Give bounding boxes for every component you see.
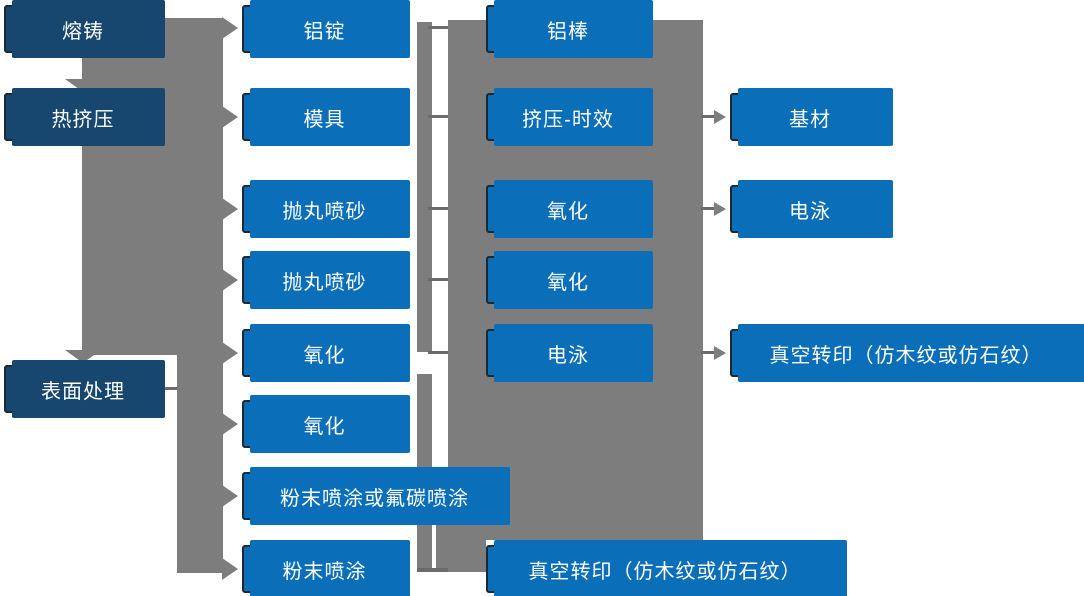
node-vacuum-transfer-1: 真空转印（仿木纹或仿石纹） xyxy=(486,540,847,596)
arrow-to-mold-icon xyxy=(222,106,238,128)
arrow-to-base-material-icon xyxy=(714,110,726,124)
node-mold: 模具 xyxy=(242,88,410,146)
node-hot-extrusion: 热挤压 xyxy=(4,88,165,146)
arrow-shaft-to-vacuum-transfer-2 xyxy=(701,351,715,354)
node-melting-casting: 熔铸 xyxy=(4,0,165,58)
arrow-down-to-surface-treatment-icon xyxy=(65,350,101,363)
node-base-material: 基材 xyxy=(730,88,893,146)
node-electrophoresis-2: 电泳 xyxy=(730,180,893,238)
connector-tick-row4 xyxy=(428,278,450,281)
node-oxidation-4: 氧化 xyxy=(486,251,653,309)
arrow-to-vacuum-transfer-2-icon xyxy=(714,346,726,360)
node-shot-blasting-2: 抛丸喷砂 xyxy=(242,251,410,309)
connector-bar-middle-upper xyxy=(417,22,432,352)
connector-band-left-lower xyxy=(177,348,223,573)
connector-tick-row3 xyxy=(428,207,450,210)
connector-tick-row2 xyxy=(428,115,450,118)
arrow-to-oxidation-2-icon xyxy=(222,413,238,435)
node-electrophoresis-1: 电泳 xyxy=(486,324,653,382)
arrow-shaft-to-base-material xyxy=(701,115,715,118)
node-vacuum-transfer-2: 真空转印（仿木纹或仿石纹） xyxy=(730,324,1084,382)
node-powder-coating: 粉末喷涂 xyxy=(242,540,410,596)
arrow-to-aluminum-ingot-icon xyxy=(222,17,238,39)
node-oxidation-3: 氧化 xyxy=(486,180,653,238)
arrow-to-electrophoresis-2-icon xyxy=(714,202,726,216)
node-aluminum-rod: 铝棒 xyxy=(486,0,653,58)
connector-tick-row1 xyxy=(428,26,450,29)
node-shot-blasting-1: 抛丸喷砂 xyxy=(242,180,410,238)
connector-bottom-link xyxy=(417,568,450,572)
arrow-shaft-to-electrophoresis-2 xyxy=(701,207,715,210)
arrow-to-shot-blasting-1-icon xyxy=(222,198,238,220)
connector-block-extension xyxy=(448,540,486,572)
connector-band-left-main xyxy=(82,18,223,355)
node-extrusion-aging: 挤压-时效 xyxy=(486,88,653,146)
connector-surface-treatment-link xyxy=(163,387,177,390)
arrow-to-shot-blasting-2-icon xyxy=(222,269,238,291)
node-oxidation-1: 氧化 xyxy=(242,324,410,382)
arrow-to-powder-coating-icon xyxy=(222,558,238,580)
connector-bar-middle-sliver xyxy=(436,523,449,572)
arrow-to-oxidation-1-icon xyxy=(222,342,238,364)
node-powder-or-fluorocarbon-coating: 粉末喷涂或氟碳喷涂 xyxy=(242,467,510,525)
node-aluminum-ingot: 铝锭 xyxy=(242,0,410,58)
node-oxidation-2: 氧化 xyxy=(242,395,410,453)
arrow-to-powder-fluorocarbon-icon xyxy=(222,485,238,507)
node-surface-treatment: 表面处理 xyxy=(4,360,165,418)
connector-tick-row5 xyxy=(428,351,450,354)
